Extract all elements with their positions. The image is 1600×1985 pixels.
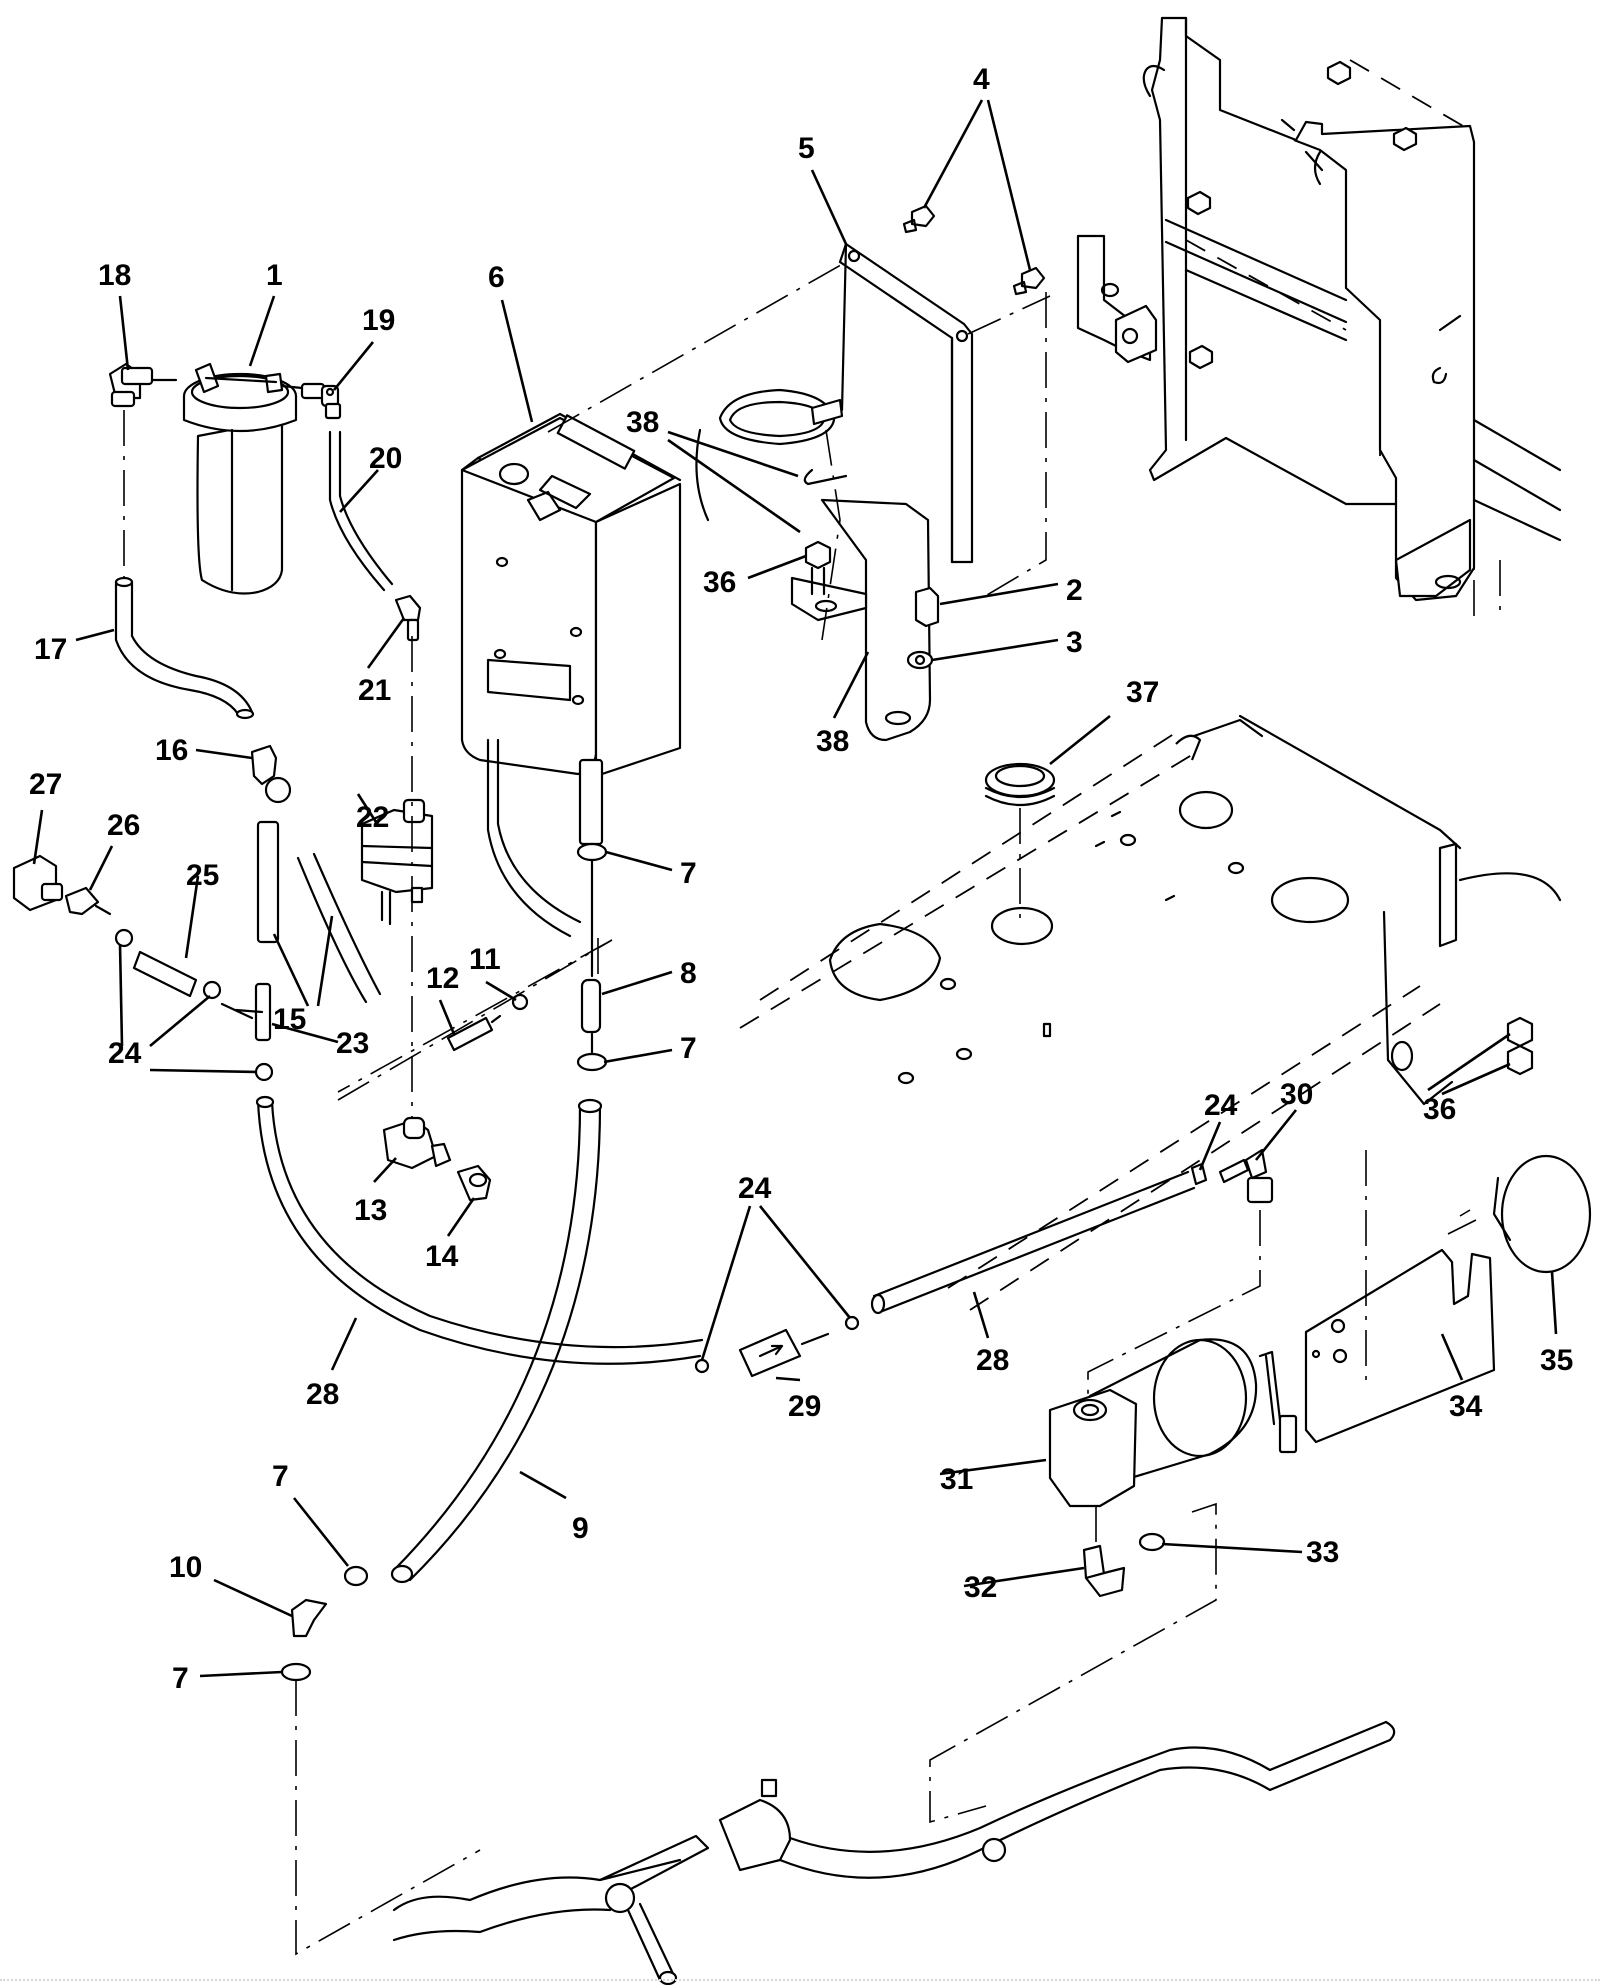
callout-10: 10 bbox=[169, 1551, 202, 1584]
tee-and-elbow bbox=[382, 1116, 492, 1202]
hose-9 bbox=[390, 1098, 603, 1584]
callout-16: 16 bbox=[155, 734, 188, 767]
callout-15: 15 bbox=[273, 1003, 306, 1036]
callout-11: 11 bbox=[469, 943, 501, 976]
callout-7d: 7 bbox=[172, 1662, 189, 1695]
callout-27: 27 bbox=[29, 768, 62, 801]
bolt-and-washer bbox=[803, 398, 940, 670]
callout-4: 4 bbox=[973, 63, 990, 96]
callout-8: 8 bbox=[680, 957, 697, 990]
filter-assembly bbox=[108, 362, 342, 595]
callout-3: 3 bbox=[1066, 626, 1083, 659]
callout-34: 34 bbox=[1449, 1390, 1483, 1423]
pump bbox=[1048, 1338, 1298, 1598]
callout-38a: 38 bbox=[626, 406, 659, 439]
callout-19: 19 bbox=[362, 304, 395, 337]
hose-28-curved bbox=[255, 1095, 704, 1365]
tube-17 bbox=[114, 576, 255, 720]
callout-7a: 7 bbox=[680, 857, 697, 890]
callout-13: 13 bbox=[354, 1194, 387, 1227]
pressure-switch-line bbox=[12, 854, 274, 1082]
callout-37: 37 bbox=[1126, 676, 1159, 709]
callout-28b: 28 bbox=[306, 1378, 339, 1411]
callout-14: 14 bbox=[425, 1240, 459, 1273]
inline-filter-line bbox=[694, 1148, 1274, 1378]
tubes-15 bbox=[250, 744, 382, 1004]
callout-29: 29 bbox=[788, 1390, 821, 1423]
tube-20 bbox=[328, 430, 422, 642]
elbow-10 bbox=[280, 1565, 369, 1682]
chassis-plate bbox=[739, 714, 1562, 1311]
mounting-bracket bbox=[695, 242, 974, 742]
callout-numbers: 18 1 19 6 5 4 38 36 2 3 20 17 21 22 38 3… bbox=[29, 63, 1573, 1695]
controller-module bbox=[460, 412, 682, 778]
callout-28a: 28 bbox=[976, 1344, 1009, 1377]
callout-22: 22 bbox=[356, 801, 389, 834]
page-bottom-rule bbox=[0, 1979, 1600, 1981]
callout-33: 33 bbox=[1306, 1536, 1339, 1569]
callout-36a: 36 bbox=[703, 566, 736, 599]
callout-35: 35 bbox=[1540, 1344, 1573, 1377]
callout-24b: 24 bbox=[738, 1172, 772, 1205]
callout-5: 5 bbox=[798, 132, 815, 165]
callout-21: 21 bbox=[358, 674, 391, 707]
callout-2: 2 bbox=[1066, 574, 1083, 607]
bottom-hose-assembly bbox=[392, 1720, 1396, 1985]
callout-31: 31 bbox=[940, 1463, 973, 1496]
screws bbox=[902, 204, 1046, 296]
chassis-frame bbox=[1076, 16, 1562, 620]
callout-20: 20 bbox=[369, 442, 402, 475]
callout-25: 25 bbox=[186, 859, 219, 892]
callout-32: 32 bbox=[964, 1571, 997, 1604]
callout-7b: 7 bbox=[680, 1032, 697, 1065]
alignment-lines bbox=[123, 261, 1477, 1956]
pump-bracket bbox=[1304, 1154, 1592, 1444]
callout-1: 1 bbox=[266, 259, 283, 292]
solenoid-valve bbox=[360, 798, 434, 926]
callout-38b: 38 bbox=[816, 725, 849, 758]
callout-18: 18 bbox=[98, 259, 131, 292]
callout-17: 17 bbox=[34, 633, 67, 666]
controller-hose bbox=[486, 738, 604, 938]
callout-30: 30 bbox=[1280, 1078, 1313, 1111]
callout-36b: 36 bbox=[1423, 1093, 1456, 1126]
callout-23: 23 bbox=[336, 1027, 369, 1060]
callout-26: 26 bbox=[107, 809, 140, 842]
leader-lines bbox=[32, 99, 1558, 1678]
callout-24a: 24 bbox=[108, 1037, 142, 1070]
callout-6: 6 bbox=[488, 261, 505, 294]
callout-9: 9 bbox=[572, 1512, 589, 1545]
callout-12: 12 bbox=[426, 962, 459, 995]
callout-24c: 24 bbox=[1204, 1089, 1238, 1122]
callout-7c: 7 bbox=[272, 1460, 289, 1493]
